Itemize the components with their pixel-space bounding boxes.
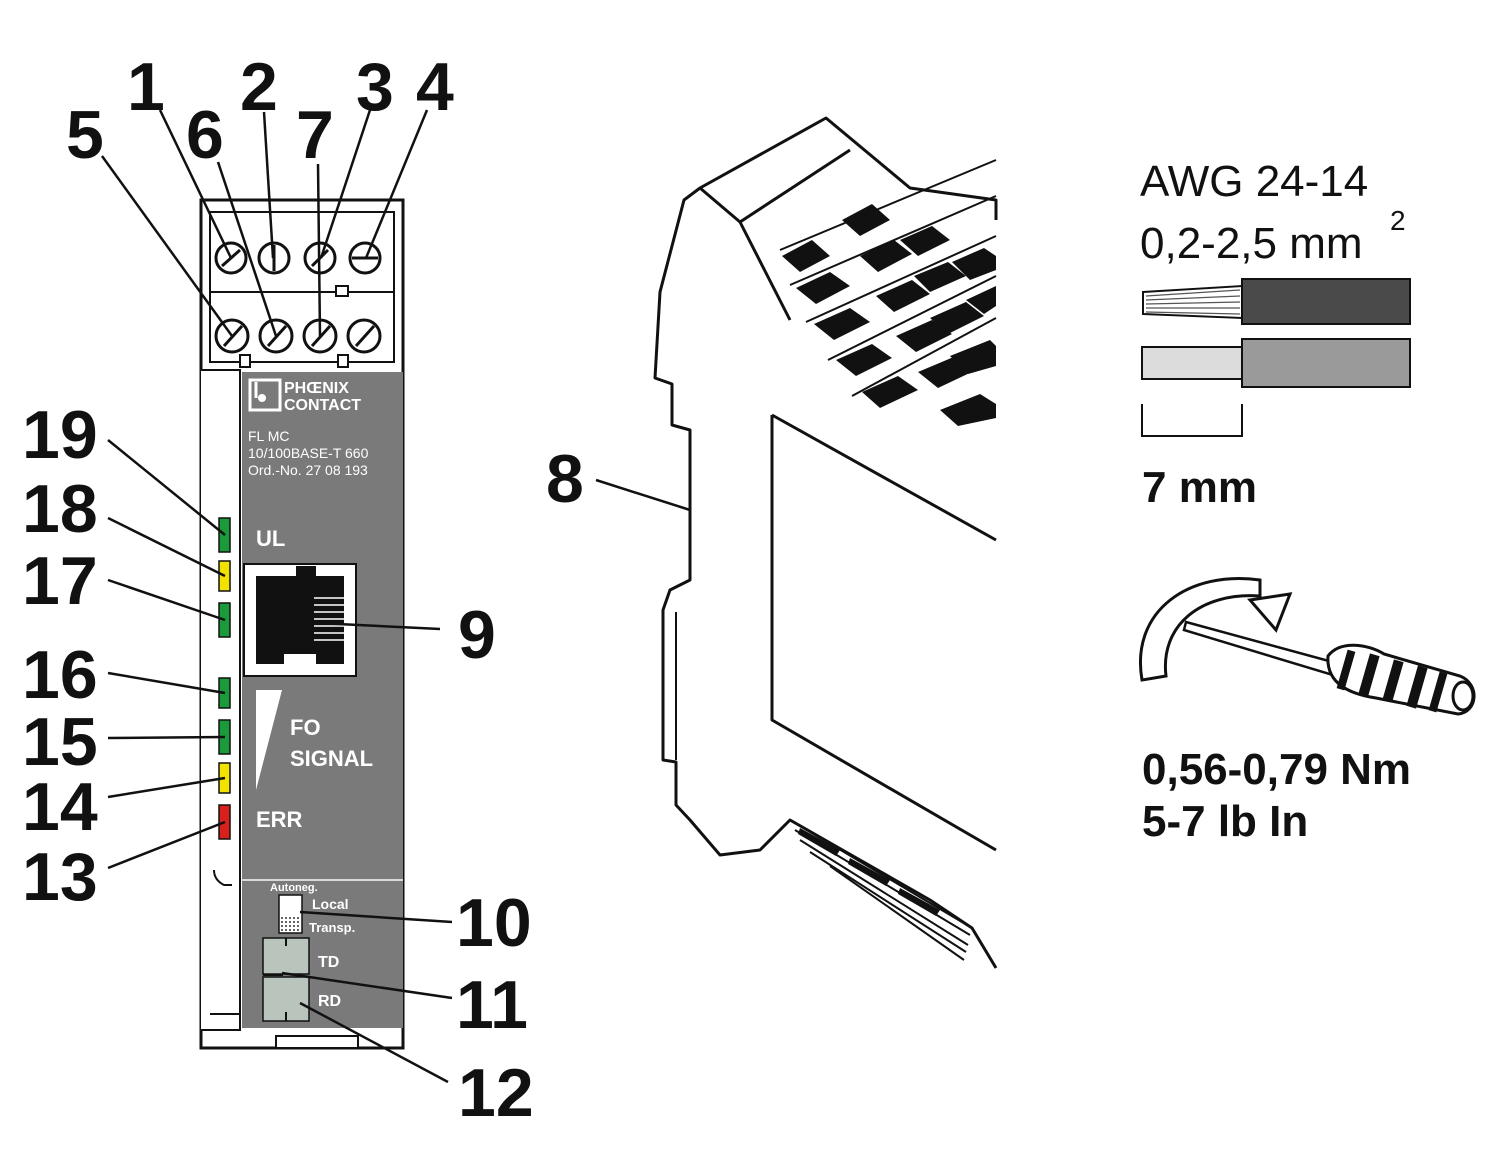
- torque-spec: 0,56-0,79 Nm 5-7 lb In: [1139, 577, 1476, 846]
- panel-edge-bottom: [770, 415, 997, 852]
- callout-9: 9: [458, 597, 496, 673]
- strip-length: 7 mm: [1142, 463, 1257, 512]
- strip-length-dimension: [1141, 404, 1243, 437]
- brand-line-2: CONTACT: [284, 397, 361, 414]
- callout-5: 5: [66, 97, 104, 173]
- torque-lbin: 5-7 lb In: [1142, 797, 1308, 846]
- front-view: PHŒNIX CONTACT FL MC 10/100BASE-T 660 Or…: [199, 198, 405, 1050]
- label-local: Local: [312, 896, 349, 912]
- label-fo: FO: [290, 715, 321, 740]
- rotation-arrow-icon: [1139, 577, 1262, 682]
- wire-spec: AWG 24-14 0,2-2,5 mm 2 7 mm: [1140, 157, 1411, 512]
- cross-section-superscript: 2: [1390, 205, 1406, 236]
- label-autoneg: Autoneg.: [270, 882, 318, 894]
- screwdriver-icon: [1182, 620, 1476, 716]
- phoenix-logo: PHŒNIX CONTACT: [248, 378, 361, 414]
- callout-7: 7: [296, 97, 334, 173]
- label-transp: Transp.: [309, 920, 355, 935]
- callout-2: 2: [240, 49, 278, 125]
- callout-13: 13: [22, 839, 98, 915]
- model-line-1: FL MC: [248, 428, 289, 444]
- callout-17: 17: [22, 543, 98, 619]
- model-line-3: Ord.-No. 27 08 193: [248, 462, 368, 478]
- callout-12: 12: [458, 1055, 534, 1131]
- callout-6: 6: [186, 97, 224, 173]
- callout-1: 1: [127, 49, 165, 125]
- stranded-wire-icon: [1142, 278, 1411, 325]
- rj45-port: [243, 563, 357, 677]
- callout-18: 18: [22, 471, 98, 547]
- panel-edge-top: [771, 413, 997, 542]
- torque-nm: 0,56-0,79 Nm: [1142, 745, 1411, 794]
- label-ul: UL: [256, 526, 285, 551]
- callout-4: 4: [416, 49, 454, 125]
- housing-foot: [275, 1035, 359, 1049]
- ferrule-wire-icon: [1141, 338, 1411, 388]
- callout-3: 3: [356, 49, 394, 125]
- callout-14: 14: [22, 769, 98, 845]
- model-line-2: 10/100BASE-T 660: [248, 445, 369, 461]
- cross-section: 0,2-2,5 mm: [1140, 219, 1363, 268]
- callouts: 1 2 3 4 5 6 7 8 9 10 11 12 13 14 15 16 1…: [22, 49, 584, 1131]
- leader-lines: [100, 109, 691, 1084]
- label-rd: RD: [318, 993, 341, 1010]
- callout-11: 11: [456, 967, 528, 1043]
- signal-wedge: [256, 690, 282, 790]
- screw-terminal-2: [257, 241, 291, 275]
- vent-slots: [782, 204, 996, 426]
- awg-range: AWG 24-14: [1140, 157, 1368, 206]
- brand-line-1: PHŒNIX: [284, 380, 349, 397]
- screw-terminal-8: [346, 318, 382, 354]
- callout-10: 10: [456, 885, 532, 961]
- side-view: [653, 116, 998, 969]
- label-err: ERR: [256, 807, 303, 832]
- label-td: TD: [318, 954, 339, 971]
- callout-15: 15: [22, 704, 98, 780]
- callout-19: 19: [22, 397, 98, 473]
- callout-16: 16: [22, 637, 98, 713]
- screw-terminal-4: [348, 241, 382, 275]
- callout-8: 8: [546, 441, 584, 517]
- label-signal: SIGNAL: [290, 746, 373, 771]
